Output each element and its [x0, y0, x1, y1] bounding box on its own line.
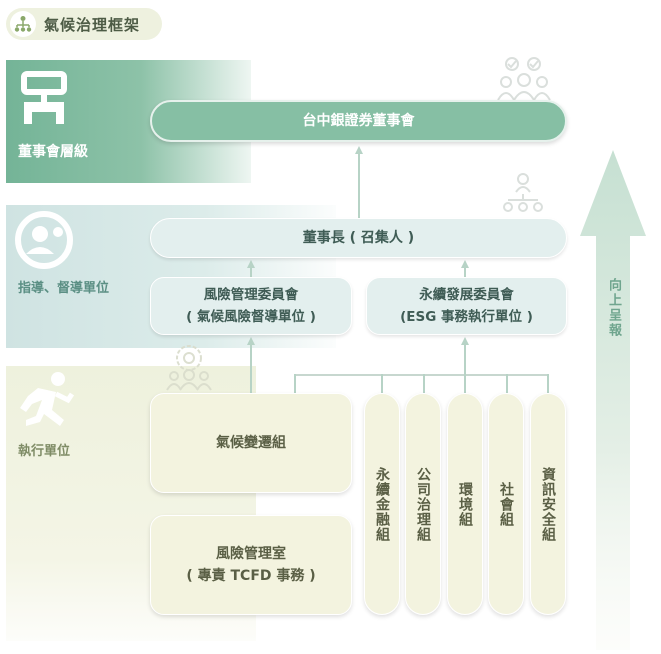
- connector-chair-board: [358, 152, 360, 218]
- connector-drop: [381, 374, 383, 393]
- risk-management-office-node: 風險管理室 ( 專責 TCFD 事務 ): [150, 515, 352, 615]
- sustainable-finance-group-node: 永續金融組: [364, 393, 400, 615]
- arrow-head: [355, 146, 363, 154]
- board-node-label: 台中銀證券董事會: [302, 113, 415, 129]
- chairman-node: 董事長 ( 召集人 ): [150, 218, 567, 258]
- up-arrow-icon: [580, 150, 646, 654]
- team-gear-icon: [164, 342, 214, 396]
- title-pill: 氣候治理框架: [6, 8, 162, 40]
- connector-drop: [294, 374, 296, 393]
- information-security-group-node: 資訊安全組: [530, 393, 566, 615]
- board-level-label: 董事會層級: [18, 144, 88, 160]
- risk-committee-node: 風險管理委員會 ( 氣候風險督導單位 ): [150, 277, 352, 335]
- connector-drop: [506, 374, 508, 393]
- guidance-level-label: 指導、督導單位: [18, 281, 110, 296]
- esg-committee-title: 永續發展委員會: [419, 287, 514, 303]
- group-label: 環境組: [457, 481, 473, 527]
- risk-room-title: 風險管理室: [216, 546, 286, 562]
- risk-committee-subtitle: ( 氣候風險督導單位 ): [186, 309, 316, 325]
- esg-committee-subtitle: (ESG 事務執行單位 ): [400, 309, 533, 325]
- chair-node-label: 董事長 ( 召集人 ): [302, 230, 415, 246]
- hierarchy-icon: [500, 172, 546, 222]
- climate-change-group-node: 氣候變遷組: [150, 393, 352, 493]
- guidance-face-icon: [12, 210, 76, 274]
- arrow-head: [461, 260, 469, 268]
- connector-drop: [464, 374, 466, 393]
- connector-climate-risk: [250, 343, 252, 393]
- environment-group-node: 環境組: [447, 393, 483, 615]
- board-people-icon: [496, 56, 552, 106]
- climate-group-label: 氣候變遷組: [216, 435, 286, 451]
- group-label: 公司治理組: [415, 466, 431, 542]
- board-of-directors-node: 台中銀證券董事會: [150, 100, 567, 142]
- running-person-icon: [12, 370, 78, 438]
- tree-network-icon: [10, 11, 36, 37]
- group-label: 永續金融組: [374, 466, 390, 542]
- connector-risk-chair: [250, 266, 252, 277]
- risk-room-subtitle: ( 專責 TCFD 事務 ): [186, 568, 316, 584]
- connector-groups-bar: [294, 374, 548, 376]
- corporate-governance-group-node: 公司治理組: [405, 393, 441, 615]
- report-up-label: 向上呈報: [606, 278, 621, 338]
- risk-committee-title: 風險管理委員會: [203, 287, 299, 303]
- connector-esg-groups: [464, 343, 466, 375]
- org-chart-icon: [20, 70, 68, 130]
- page-title: 氣候治理框架: [44, 15, 141, 34]
- arrow-head: [461, 337, 469, 345]
- social-group-node: 社會組: [488, 393, 524, 615]
- arrow-head: [247, 260, 255, 268]
- arrow-head: [247, 337, 255, 345]
- group-label: 資訊安全組: [540, 466, 556, 542]
- connector-esg-chair: [464, 266, 466, 277]
- connector-drop: [547, 374, 549, 393]
- esg-committee-node: 永續發展委員會 (ESG 事務執行單位 ): [366, 277, 567, 335]
- connector-drop: [423, 374, 425, 393]
- execution-level-label: 執行單位: [18, 444, 71, 459]
- group-label: 社會組: [498, 481, 514, 527]
